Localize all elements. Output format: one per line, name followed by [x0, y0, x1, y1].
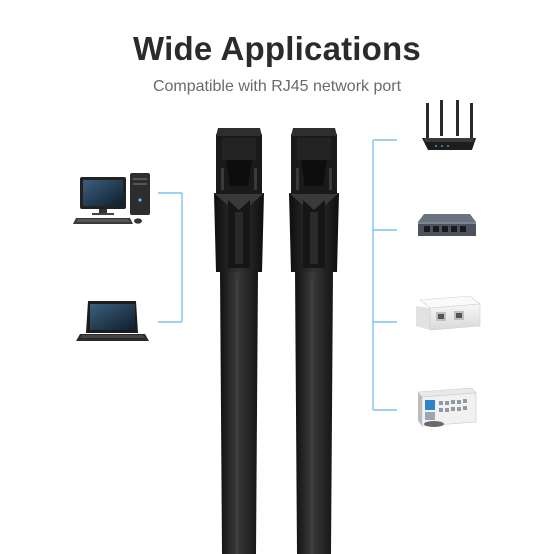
patch-panel-icon — [417, 387, 477, 427]
left-cable — [214, 128, 264, 554]
page-subtitle: Compatible with RJ45 network port — [152, 78, 402, 95]
right-connector-lines — [372, 139, 397, 411]
wall-jack-icon — [416, 295, 481, 331]
wifi-router-icon — [422, 100, 476, 150]
laptop-icon — [76, 301, 149, 341]
page-title: Wide Applications — [133, 30, 421, 67]
desktop-computer-icon — [73, 173, 150, 224]
left-connector-lines — [158, 192, 183, 323]
right-cable — [289, 128, 339, 554]
network-switch-icon — [418, 214, 476, 236]
